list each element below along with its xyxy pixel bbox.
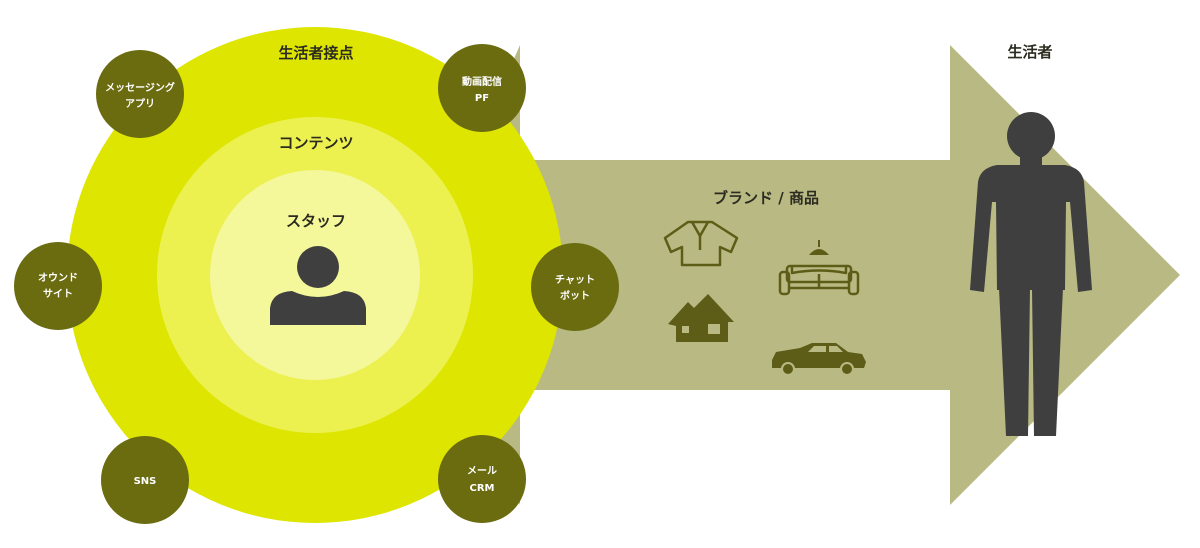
touchpoint-mail-crm: メール CRM (438, 435, 526, 523)
touchpoint-label: チャット (555, 274, 595, 286)
touchpoint-sns: SNS (101, 436, 189, 524)
touchpoint-label: オウンド (38, 272, 78, 284)
touchpoint-messaging: メッセージング アプリ (96, 50, 184, 138)
contents-title: コンテンツ (278, 134, 353, 152)
touchpoint-label: ボット (560, 289, 590, 302)
touchpoint-label: メール (467, 465, 497, 477)
shirt-icon (663, 220, 739, 267)
car-icon (772, 343, 866, 376)
sofa-lamp-icon (778, 240, 860, 296)
brand-arrow (420, 45, 1180, 505)
house-icon (668, 294, 734, 342)
touchpoint-label: アプリ (125, 97, 155, 110)
staff-title: スタッフ (286, 212, 346, 230)
touchpoint-label: 動画配信 (462, 75, 502, 88)
brand-title: ブランド / 商品 (713, 189, 819, 207)
consumer-person-icon (970, 112, 1092, 436)
touchpoint-chatbot: チャット ボット (531, 243, 619, 331)
touchpoint-video: 動画配信 PF (438, 44, 526, 132)
consumer-title: 生活者 (1007, 43, 1052, 61)
touchpoint-label: サイト (43, 288, 73, 300)
touchpoint-label: SNS (134, 476, 157, 487)
staff-person-icon (270, 246, 366, 325)
outer-title: 生活者接点 (278, 44, 353, 62)
touchpoint-label: CRM (470, 483, 495, 494)
touchpoint-owned-site: オウンド サイト (14, 242, 102, 330)
touchpoint-label: PF (475, 93, 489, 104)
touchpoint-label: メッセージング (105, 81, 175, 94)
